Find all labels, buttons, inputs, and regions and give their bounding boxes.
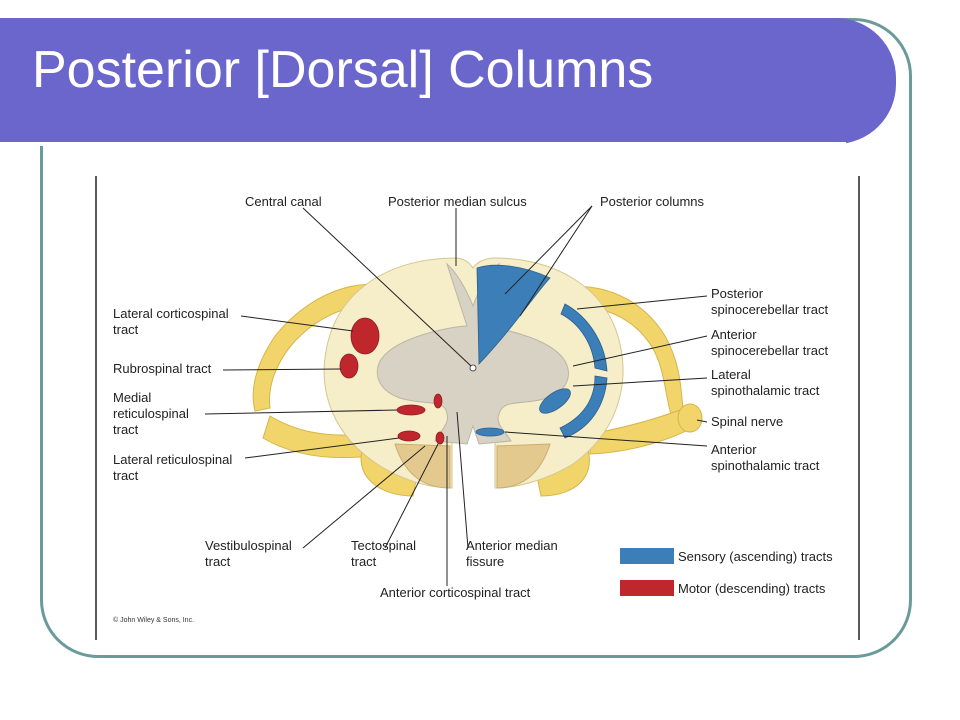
label-tectospinal-2: tract [351, 554, 377, 569]
legend-sensory-swatch [620, 548, 674, 564]
anterior-spinothalamic-tract [475, 427, 505, 437]
label-ant-spinothalamic-2: spinothalamic tract [711, 458, 820, 473]
title-underline [0, 142, 846, 146]
right-anterior-region [496, 443, 551, 489]
label-post-spinocerebellar-2: spinocerebellar tract [711, 302, 828, 317]
label-lateral-reticulospinal-2: tract [113, 468, 139, 483]
label-ant-spinocerebellar-2: spinocerebellar tract [711, 343, 828, 358]
tectospinal-tract-marker [435, 431, 445, 445]
spinal-cord-figure: Central canal Posterior median sulcus Po… [95, 176, 861, 640]
label-post-spinocerebellar-1: Posterior [711, 286, 764, 301]
lateral-spinothalamic-tract [539, 388, 571, 414]
lateral-reticulospinal-tract [397, 430, 421, 442]
motor-tracts [339, 317, 445, 445]
legend: Sensory (ascending) tracts Motor (descen… [620, 548, 833, 596]
leader-lines [204, 205, 708, 586]
label-lat-spinothalamic-2: spinothalamic tract [711, 383, 820, 398]
label-anterior-corticospinal: Anterior corticospinal tract [380, 585, 531, 600]
legend-sensory-label: Sensory (ascending) tracts [678, 549, 833, 564]
vestibulospinal-tract-marker [433, 393, 443, 409]
label-ant-spinothalamic-1: Anterior [711, 442, 757, 457]
label-central-canal: Central canal [245, 194, 322, 209]
label-ant-median-fissure-2: fissure [466, 554, 504, 569]
slide-title: Posterior [Dorsal] Columns [32, 41, 654, 99]
lateral-corticospinal-tract [350, 317, 380, 355]
label-posterior-median-sulcus: Posterior median sulcus [388, 194, 527, 209]
label-medial-reticulospinal-3: tract [113, 422, 139, 437]
label-lat-spinothalamic-1: Lateral [711, 367, 751, 382]
rubrospinal-tract [339, 353, 359, 379]
label-lateral-corticospinal-1: Lateral corticospinal [113, 306, 229, 321]
central-canal [469, 364, 477, 372]
posterior-columns-tract [476, 264, 551, 365]
anterior-spinocerebellar-tract [559, 375, 608, 439]
label-rubrospinal: Rubrospinal tract [113, 361, 212, 376]
label-spinal-nerve: Spinal nerve [711, 414, 783, 429]
title-bar [0, 18, 896, 146]
label-medial-reticulospinal-2: reticulospinal [113, 406, 189, 421]
label-ant-median-fissure-1: Anterior median [466, 538, 558, 553]
label-tectospinal-1: Tectospinal [351, 538, 416, 553]
label-ant-spinocerebellar-1: Anterior [711, 327, 757, 342]
copyright-notice: © John Wiley & Sons, Inc. [113, 616, 194, 624]
label-medial-reticulospinal-1: Medial [113, 390, 151, 405]
legend-motor-label: Motor (descending) tracts [678, 581, 826, 596]
label-posterior-columns: Posterior columns [600, 194, 705, 209]
legend-motor-swatch [620, 580, 674, 596]
label-vestibulospinal-2: tract [205, 554, 231, 569]
left-anterior-region [394, 443, 451, 489]
medial-reticulospinal-tract [396, 404, 426, 416]
label-vestibulospinal-1: Vestibulospinal [205, 538, 292, 553]
spinal-cord-diagram: Central canal Posterior median sulcus Po… [95, 176, 860, 640]
sensory-tracts [475, 264, 608, 439]
label-lateral-reticulospinal-1: Lateral reticulospinal [113, 452, 232, 467]
label-lateral-corticospinal-2: tract [113, 322, 139, 337]
posterior-spinocerebellar-tract [560, 303, 608, 372]
diagram-labels: Central canal Posterior median sulcus Po… [113, 194, 828, 600]
